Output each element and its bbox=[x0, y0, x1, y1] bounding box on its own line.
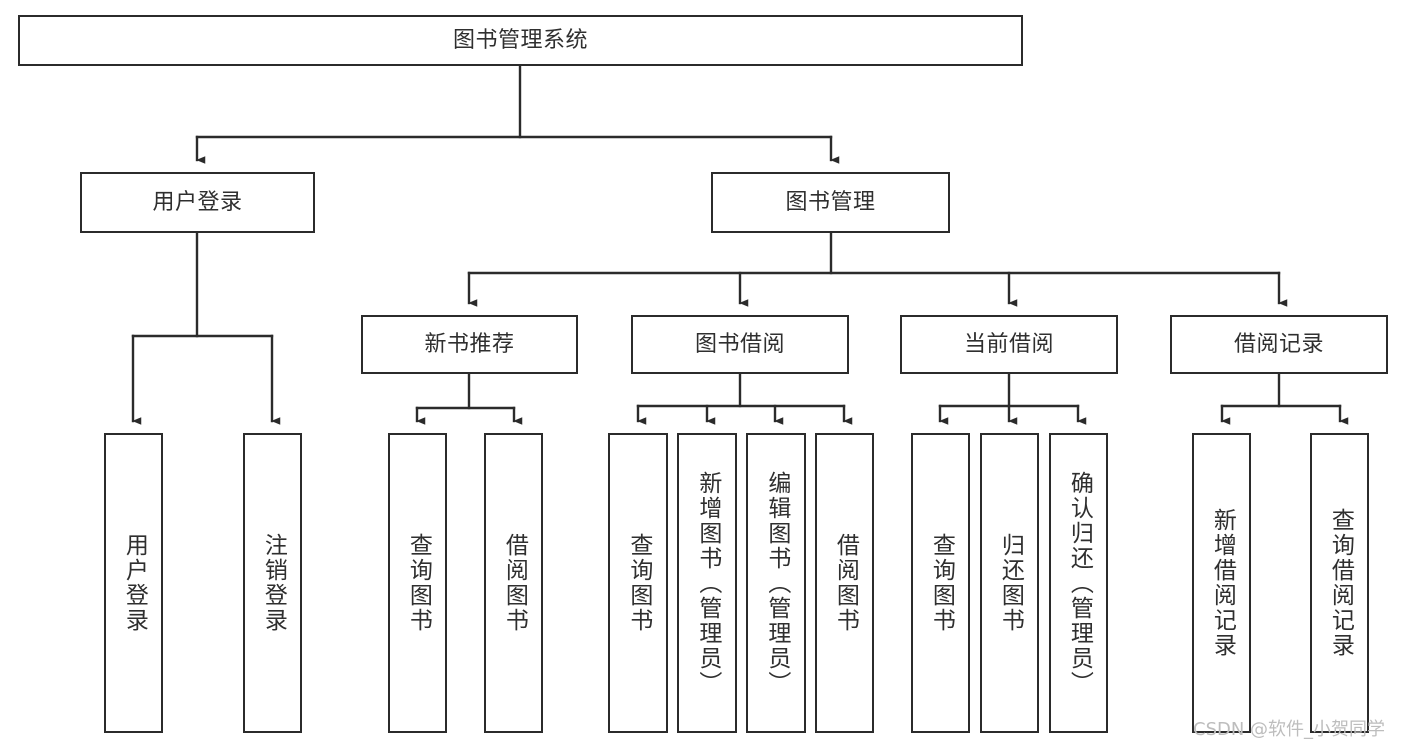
node-label: 查询图书 bbox=[625, 533, 652, 633]
leaf-borrow-edit-book-admin[interactable]: 编辑图书（管理员） bbox=[746, 433, 806, 733]
node-label: 新增图书（管理员） bbox=[694, 470, 721, 696]
node-label: 编辑图书（管理员） bbox=[763, 470, 790, 696]
node-new-book-recommend[interactable]: 新书推荐 bbox=[361, 315, 578, 374]
leaf-recommend-query-book[interactable]: 查询图书 bbox=[388, 433, 447, 733]
leaf-records-query-record[interactable]: 查询借阅记录 bbox=[1310, 433, 1369, 733]
node-user-login[interactable]: 用户登录 bbox=[80, 172, 315, 233]
leaf-recommend-borrow-book[interactable]: 借阅图书 bbox=[484, 433, 543, 733]
node-label: 借阅记录 bbox=[1233, 331, 1324, 357]
node-label: 新增借阅记录 bbox=[1209, 508, 1236, 658]
leaf-borrow-borrow-book[interactable]: 借阅图书 bbox=[815, 433, 874, 733]
csdn-watermark: CSDN @软件_小贺同学 bbox=[1193, 719, 1386, 740]
leaf-current-query-book[interactable]: 查询图书 bbox=[911, 433, 970, 733]
node-book-management[interactable]: 图书管理 bbox=[711, 172, 950, 233]
node-label: 确认归还（管理员） bbox=[1066, 470, 1093, 696]
node-label: 查询借阅记录 bbox=[1327, 508, 1354, 658]
leaf-records-add-record[interactable]: 新增借阅记录 bbox=[1192, 433, 1251, 733]
node-label: 查询图书 bbox=[928, 533, 955, 633]
node-label: 归还图书 bbox=[997, 533, 1024, 633]
leaf-user-login-logout[interactable]: 注销登录 bbox=[243, 433, 302, 733]
node-label: 新书推荐 bbox=[424, 331, 515, 357]
node-root-system[interactable]: 图书管理系统 bbox=[18, 15, 1023, 66]
leaf-current-return-book[interactable]: 归还图书 bbox=[980, 433, 1039, 733]
node-label: 查询图书 bbox=[405, 533, 432, 633]
node-book-borrow[interactable]: 图书借阅 bbox=[631, 315, 849, 374]
node-label: 图书借阅 bbox=[694, 331, 785, 357]
node-current-borrow[interactable]: 当前借阅 bbox=[900, 315, 1118, 374]
node-label: 用户登录 bbox=[121, 533, 148, 633]
leaf-borrow-add-book-admin[interactable]: 新增图书（管理员） bbox=[677, 433, 737, 733]
leaf-current-confirm-return-admin[interactable]: 确认归还（管理员） bbox=[1049, 433, 1108, 733]
node-label: 图书管理 bbox=[785, 189, 876, 215]
node-label: 注销登录 bbox=[260, 533, 287, 633]
node-label: 图书管理系统 bbox=[452, 27, 588, 53]
leaf-borrow-query-book[interactable]: 查询图书 bbox=[608, 433, 668, 733]
node-label: 借阅图书 bbox=[501, 533, 528, 633]
leaf-user-login-login[interactable]: 用户登录 bbox=[104, 433, 163, 733]
node-label: 当前借阅 bbox=[963, 331, 1054, 357]
node-label: 借阅图书 bbox=[832, 533, 859, 633]
node-borrow-records[interactable]: 借阅记录 bbox=[1170, 315, 1388, 374]
node-label: 用户登录 bbox=[152, 189, 243, 215]
